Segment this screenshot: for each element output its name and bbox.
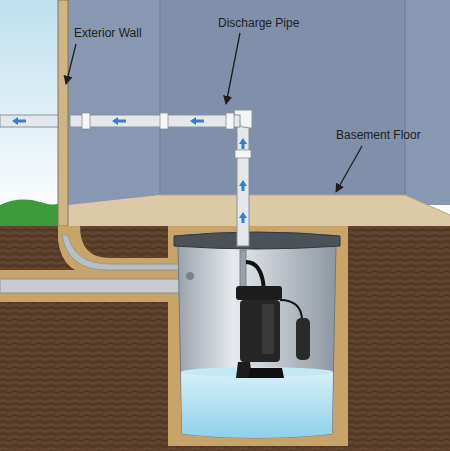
sump-pit [168, 226, 348, 446]
exterior-wall [58, 0, 68, 226]
callout-label: Basement Floor [336, 128, 421, 142]
callout-label: Discharge Pipe [218, 16, 299, 30]
flow-arrows [12, 117, 247, 223]
drain-pipe [0, 279, 180, 293]
sky [0, 0, 60, 226]
leader-lines [66, 33, 362, 192]
back-wall-far [160, 0, 405, 195]
soil [0, 226, 450, 451]
water [181, 372, 333, 438]
callout-label: Exterior Wall [74, 26, 142, 40]
power-cord [246, 262, 264, 290]
grass [0, 200, 60, 226]
back-wall [68, 0, 450, 205]
discharge-pipe [237, 116, 249, 246]
pump-body [240, 300, 280, 362]
basin-lid [174, 232, 340, 249]
basement-floor [68, 195, 450, 226]
float-switch [296, 318, 310, 360]
sump-basin [178, 246, 336, 438]
